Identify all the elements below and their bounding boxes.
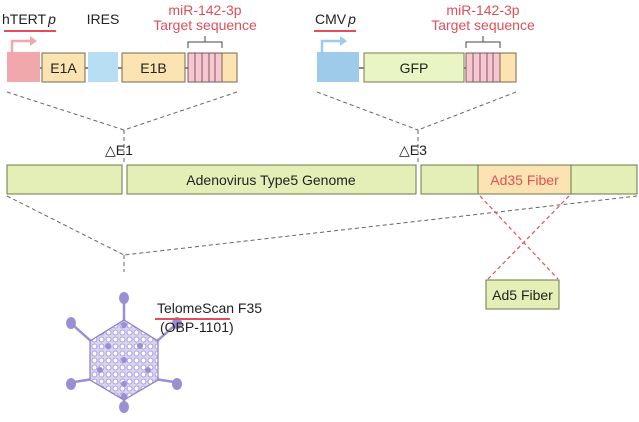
genome-segment bbox=[126, 164, 417, 195]
genome-label: Adenovirus Type5 Genome bbox=[186, 172, 356, 188]
cmv-promoter-arrow-icon bbox=[320, 39, 340, 52]
genome-segment bbox=[6, 164, 123, 195]
product-name: TelomeScan F35 bbox=[157, 300, 262, 316]
insertion-connectors bbox=[6, 91, 517, 165]
ires-box bbox=[88, 52, 118, 82]
ad35-fiber-label: Ad35 Fiber bbox=[490, 172, 559, 188]
e1-target-label-line1: miR-142-3p bbox=[168, 2, 241, 18]
e3-target-bracket bbox=[465, 36, 501, 48]
deletion-e3-label: △E3 bbox=[399, 142, 427, 158]
genome-to-virus-connectors bbox=[6, 195, 638, 272]
e1a-gene-box bbox=[41, 52, 86, 83]
deletion-e1-label: △E1 bbox=[105, 142, 133, 158]
htert-promoter-box bbox=[7, 52, 40, 82]
virus-fiber-knobs bbox=[66, 292, 182, 413]
e3-target-sequence-box bbox=[465, 52, 501, 83]
e1-target-bracket bbox=[187, 36, 223, 48]
e3-end-box bbox=[499, 52, 517, 83]
adenovirus-particle-icon bbox=[66, 292, 182, 413]
e1b-gene-box bbox=[121, 52, 186, 83]
htert-promoter-arrow-icon bbox=[10, 39, 30, 52]
ad35-fiber-box bbox=[477, 164, 572, 195]
e1b-label: E1B bbox=[140, 60, 166, 76]
ad5-fiber-label: Ad5 Fiber bbox=[492, 287, 553, 303]
genome-segment bbox=[570, 164, 638, 195]
e1-target-label-line2: Target sequence bbox=[153, 17, 257, 33]
fiber-swap-cross bbox=[479, 195, 570, 280]
htert-arrowhead-icon bbox=[30, 36, 37, 46]
e1-target-sequence-box bbox=[187, 52, 223, 83]
e3-target-label-line2: Target sequence bbox=[431, 17, 535, 33]
virus-capsid-vertices bbox=[97, 322, 151, 399]
gfp-gene-box bbox=[363, 52, 465, 83]
product-code: (OBP-1101) bbox=[160, 319, 234, 335]
e3-target-label-line1: miR-142-3p bbox=[446, 2, 519, 18]
e1-end-box bbox=[221, 52, 238, 83]
genome-segment bbox=[420, 164, 479, 195]
cmv-promoter-box bbox=[317, 52, 359, 82]
gfp-label: GFP bbox=[400, 60, 429, 76]
adenovirus-genome: Adenovirus Type5 Genome Ad35 Fiber bbox=[6, 164, 638, 195]
ires-label: IRES bbox=[87, 11, 120, 27]
ad5-fiber-box bbox=[485, 279, 560, 310]
e1a-label: E1A bbox=[50, 60, 77, 76]
cmv-arrowhead-icon bbox=[340, 36, 347, 46]
